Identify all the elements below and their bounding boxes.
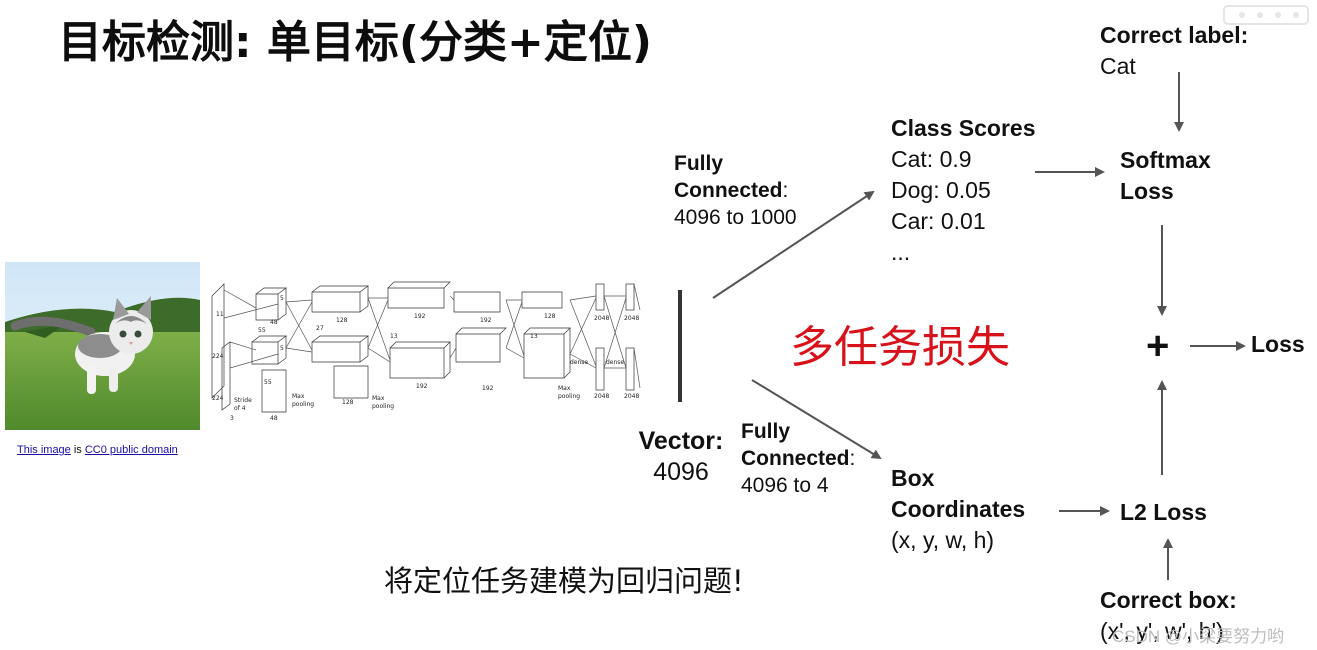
credit-middle: is [70,444,85,456]
box-coordinates-line2: Coordinates [891,496,1026,522]
alexnet-label: 48 [270,319,278,326]
plus-sign: + [1146,324,1170,368]
correct-label-value: Cat [1100,53,1136,79]
fc-bottom-colon: : [849,447,856,470]
alexnet-label: Stride [234,397,252,404]
arrow-to-box-coordinates [751,379,882,460]
alexnet-label: 2048 [624,315,639,322]
alexnet-label: 192 [480,317,492,324]
alexnet-label: 48 [270,415,278,422]
alexnet-diagram: 224 224 11 Stride of 4 3 55 55 5 5 48 48… [208,278,648,426]
fc-top-colon: : [782,179,789,202]
alexnet-label: 128 [342,399,354,406]
fc-bottom-line2-wrap: Connected: [741,445,855,472]
alexnet-label: 5 [280,345,284,352]
regression-note: 将定位任务建模为回归问题! [384,564,744,598]
alexnet-label: Max [372,395,385,402]
alexnet-label: 192 [416,383,428,390]
correct-box-heading: Correct box: [1100,587,1237,613]
alexnet-label: 128 [544,313,556,320]
image-credit: This image is CC0 public domain [17,444,178,456]
softmax-loss: Softmax Loss [1120,145,1211,207]
fc-bottom-dims: 4096 to 4 [741,474,829,497]
alexnet-label: 13 [530,333,538,340]
class-scores: Class Scores Cat: 0.9 Dog: 0.05 Car: 0.0… [891,113,1035,268]
class-score-item: ... [891,239,911,265]
alexnet-label: pooling [372,403,394,410]
alexnet-label: Max [558,385,571,392]
vector-value: 4096 [653,458,709,486]
csdn-watermark: CSDN @小梁要努力哟 [1112,627,1285,646]
box-coordinates-line1: Box [891,465,935,491]
fc-bottom-label: Fully Connected: 4096 to 4 [741,418,855,499]
alexnet-label: 192 [414,313,426,320]
license-link[interactable]: CC0 public domain [84,444,178,456]
fc-bottom-line1: Fully [741,420,791,443]
vector-heading: Vector: [638,427,724,455]
l2-loss: L2 Loss [1120,499,1207,525]
arrow-to-class-scores [712,190,875,299]
correct-label-heading: Correct label: [1100,22,1249,48]
alexnet-label: 13 [390,333,398,340]
total-loss: Loss [1251,331,1305,357]
alexnet-label: 2048 [624,393,639,400]
vector-label: Vector: 4096 [637,426,725,488]
class-score-item: Car: 0.01 [891,208,986,234]
alexnet-label: 128 [336,317,348,324]
alexnet-label: dense [570,359,588,366]
image-link[interactable]: This image [17,444,71,456]
correct-label: Correct label: Cat [1100,20,1248,82]
cat-photo [5,262,200,430]
alexnet-label: 5 [280,295,284,302]
alexnet-label: 192 [482,385,494,392]
alexnet-label: 55 [264,379,272,386]
fc-top-line1: Fully [674,152,724,175]
alexnet-label: 27 [316,325,324,332]
bilibili-watermark-icon [1222,2,1312,28]
alexnet-label: dense [606,359,624,366]
fc-top-label: Fully Connected: 4096 to 1000 [674,150,797,231]
alexnet-label: 224 [212,395,224,402]
page-title: 目标检测: 单目标(分类+定位) [58,17,652,68]
alexnet-label: Max [292,393,305,400]
softmax-line1: Softmax [1120,147,1211,173]
alexnet-label: pooling [292,401,314,408]
alexnet-label: of 4 [234,405,246,412]
alexnet-label: pooling [558,393,580,400]
correct-box-value: (x', y', w', h') [1100,618,1224,644]
alexnet-label: 11 [216,311,224,318]
alexnet-label: 55 [258,327,266,334]
box-coordinates: Box Coordinates (x, y, w, h) [891,463,1025,556]
box-coordinates-line3: (x, y, w, h) [891,527,995,553]
class-scores-heading: Class Scores [891,115,1036,141]
fc-top-dims: 4096 to 1000 [674,206,797,229]
fc-bottom-line2: Connected [741,447,850,470]
alexnet-label: 3 [230,415,234,422]
alexnet-label: 2048 [594,315,609,322]
class-score-item: Cat: 0.9 [891,146,972,172]
alexnet-label: 2048 [594,393,609,400]
multitask-loss-label: 多任务损失 [790,322,1010,373]
softmax-line2: Loss [1120,178,1174,204]
fc-top-line2-wrap: Connected: [674,177,797,204]
class-score-item: Dog: 0.05 [891,177,991,203]
fc-top-line2: Connected [674,179,783,202]
correct-box: Correct box: (x', y', w', h') [1100,585,1237,647]
alexnet-label: 224 [212,353,224,360]
